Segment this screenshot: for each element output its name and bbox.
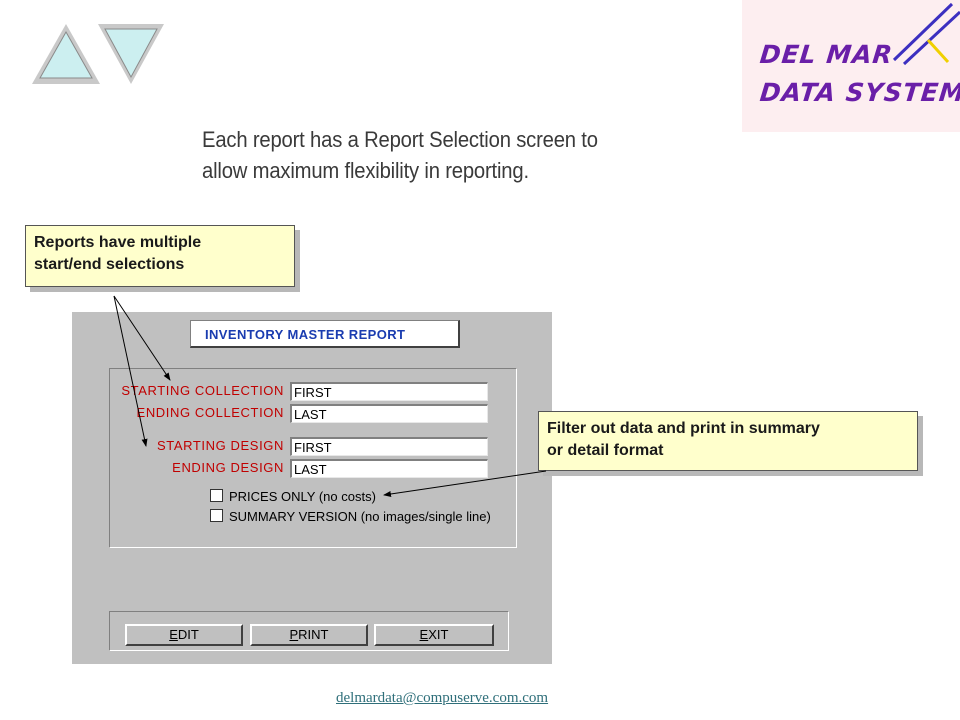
summary-version-checkbox[interactable] [210, 509, 223, 522]
selection-group [109, 368, 517, 548]
email-link[interactable]: delmardata@compuserve.com.com [336, 690, 549, 706]
ending-design-label: ENDING DESIGN [172, 460, 284, 475]
callout-selections: Reports have multiple start/end selectio… [25, 225, 295, 287]
callout-filter: Filter out data and print in summary or … [538, 411, 918, 471]
triangle-up-icon[interactable] [30, 22, 102, 86]
print-button[interactable]: PRINT [250, 624, 368, 646]
summary-version-label: SUMMARY VERSION (no images/single line) [229, 509, 491, 524]
report-title: INVENTORY MASTER REPORT [205, 327, 406, 342]
starting-collection-field[interactable] [290, 382, 488, 401]
starting-collection-label: STARTING COLLECTION [121, 383, 284, 398]
report-title-box: INVENTORY MASTER REPORT [190, 320, 460, 348]
logo-line-2: DATA SYSTEMS [758, 78, 960, 107]
prices-only-label: PRICES ONLY (no costs) [229, 489, 376, 504]
logo-lines-icon [892, 2, 960, 66]
intro-text: Each report has a Report Selection scree… [202, 124, 680, 186]
prices-only-option[interactable]: PRICES ONLY (no costs) [210, 489, 376, 504]
ending-collection-field[interactable] [290, 404, 488, 423]
button-group [109, 611, 509, 651]
intro-line-2: allow maximum flexibility in reporting. [202, 158, 529, 183]
intro-line-1: Each report has a Report Selection scree… [202, 127, 598, 152]
prices-only-checkbox[interactable] [210, 489, 223, 502]
starting-design-label: STARTING DESIGN [157, 438, 284, 453]
company-logo: DEL MAR DATA SYSTEMS [742, 0, 960, 132]
callout-filter-line-2: or detail format [547, 442, 664, 459]
callout-selections-line-2: start/end selections [34, 256, 185, 273]
triangle-down-icon[interactable] [96, 22, 166, 86]
ending-design-field[interactable] [290, 459, 488, 478]
ending-collection-label: ENDING COLLECTION [136, 405, 284, 420]
summary-version-option[interactable]: SUMMARY VERSION (no images/single line) [210, 509, 491, 524]
edit-button[interactable]: EDIT [125, 624, 243, 646]
callout-selections-line-1: Reports have multiple [34, 234, 202, 251]
exit-button[interactable]: EXIT [374, 624, 494, 646]
starting-design-field[interactable] [290, 437, 488, 456]
callout-filter-line-1: Filter out data and print in summary [547, 420, 820, 437]
